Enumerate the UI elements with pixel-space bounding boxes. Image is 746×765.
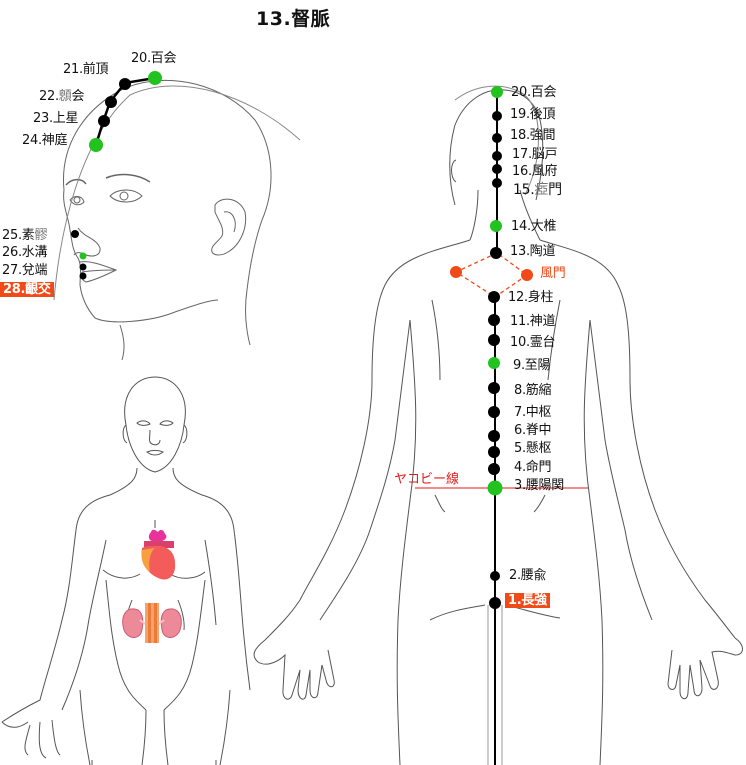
label-point-2: 2.腰兪 (509, 568, 547, 583)
heart-icon (141, 529, 176, 580)
point-15 (492, 178, 502, 188)
point-23 (98, 115, 110, 127)
point-14 (490, 220, 502, 232)
point-2 (490, 571, 500, 581)
label-point-14: 14.大椎 (511, 219, 557, 234)
page-title: 13.督脈 (256, 8, 331, 30)
point-16 (492, 164, 502, 174)
head-side-meridian (89, 71, 162, 152)
point-4 (488, 463, 500, 475)
label-point-15-num: 15. (513, 182, 535, 198)
point-24 (89, 138, 103, 152)
back-body-illustration (253, 85, 743, 765)
front-body-illustration (1, 376, 251, 765)
point-8 (488, 382, 500, 394)
label-point-7: 7.中枢 (514, 405, 552, 420)
label-point-8: 8.筋縮 (514, 383, 552, 398)
jacoby-line-label: ヤコビー線 (394, 472, 460, 487)
point-18 (492, 133, 502, 143)
label-point-25-main: 25.素 (2, 228, 35, 243)
label-point-28: 28.齦交 (0, 282, 54, 297)
label-point-11: 11.神道 (510, 314, 556, 329)
point-20-back (491, 86, 503, 98)
point-1 (489, 597, 501, 609)
label-point-19: 19.後頂 (510, 107, 556, 122)
point-17 (492, 151, 502, 161)
point-13 (490, 247, 502, 259)
label-point-17: 17.脳戸 (512, 147, 558, 162)
point-5 (488, 446, 500, 458)
label-point-1: 1.長強 (505, 593, 550, 608)
point-3 (487, 480, 503, 496)
label-point-20-back: 20.百会 (511, 85, 557, 100)
label-point-24: 24.神庭 (22, 133, 68, 148)
fumon-right (521, 269, 533, 281)
label-fumon: 風門 (540, 266, 566, 281)
point-27 (79, 263, 87, 271)
label-point-12: 12.身柱 (508, 290, 554, 305)
kidneys-icon (122, 603, 182, 643)
label-point-22-char1: 顖 (58, 89, 72, 104)
label-point-18: 18.強間 (510, 128, 556, 143)
label-point-3: 3.腰陽関 (514, 478, 564, 493)
label-point-25-faint: 髎 (34, 228, 48, 243)
point-7 (488, 406, 500, 418)
back-meridian (415, 86, 588, 765)
label-point-20-head: 20.百会 (131, 51, 177, 66)
point-20-head-side (148, 71, 162, 85)
label-point-21: 21.前頂 (63, 62, 109, 77)
point-22 (105, 96, 117, 108)
label-point-16: 16.風府 (512, 164, 558, 179)
label-point-23: 23.上星 (33, 111, 79, 126)
label-point-15: 15.瘂門 (513, 183, 562, 198)
label-point-5: 5.懸枢 (514, 441, 552, 456)
label-point-13: 13.陶道 (510, 244, 556, 259)
label-point-10: 10.霊台 (510, 335, 556, 350)
face-points (71, 230, 87, 280)
label-point-25: 25.素髎 (2, 228, 47, 243)
point-19 (492, 111, 502, 121)
point-21 (119, 78, 131, 90)
label-point-15-char2: 門 (548, 182, 562, 198)
label-point-22-num: 22. (39, 89, 59, 104)
point-10 (488, 334, 500, 346)
point-28 (79, 272, 87, 280)
point-25 (71, 230, 79, 238)
label-point-27: 27.兌端 (2, 263, 48, 278)
fumon-left (450, 266, 462, 278)
point-12 (488, 291, 500, 303)
label-point-22: 22.顖会 (39, 89, 84, 104)
point-11 (488, 314, 500, 326)
label-point-22-char2: 会 (71, 89, 85, 104)
label-point-15-char1: 瘂 (534, 182, 549, 198)
label-point-26: 26.水溝 (2, 245, 48, 260)
label-point-9: 9.至陽 (513, 358, 551, 373)
point-6 (488, 430, 500, 442)
label-point-6: 6.脊中 (514, 423, 552, 438)
head-side-illustration (53, 79, 301, 361)
point-26 (79, 252, 87, 260)
label-point-4: 4.命門 (514, 460, 552, 475)
point-9 (488, 357, 500, 369)
